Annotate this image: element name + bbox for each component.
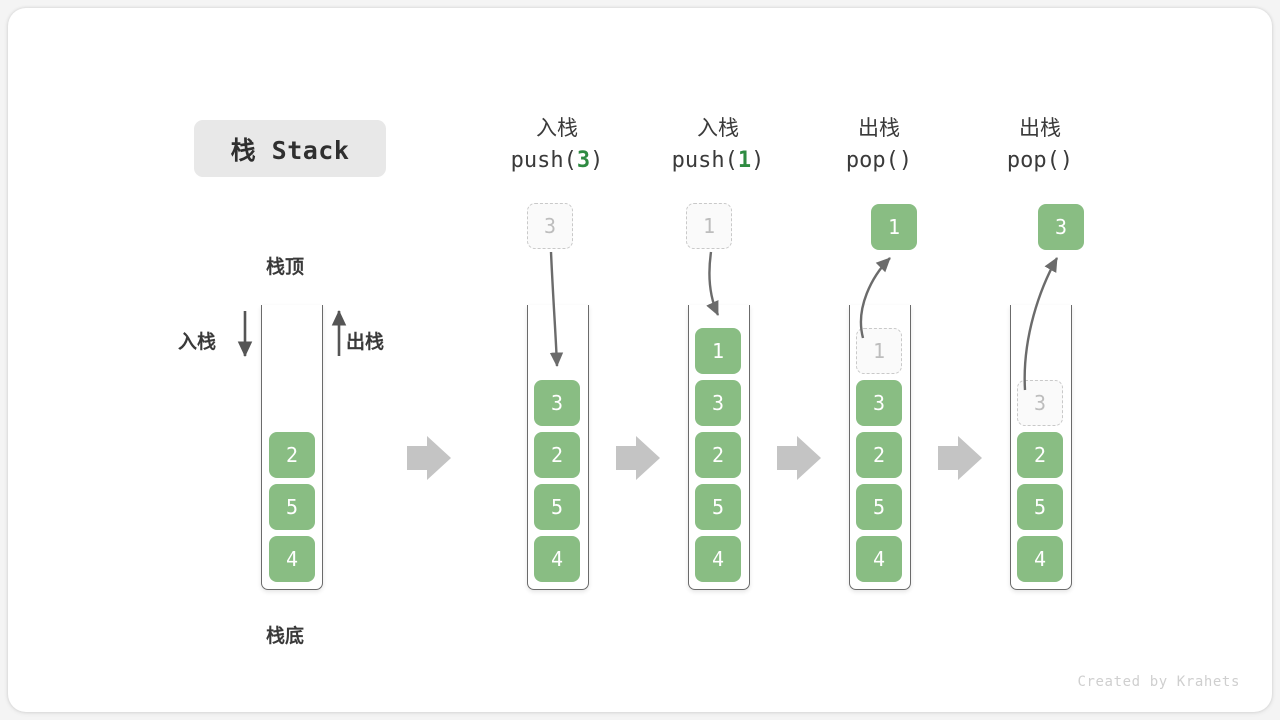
arrow-overlay (237, 251, 1059, 480)
flow-arrow-1 (407, 436, 451, 480)
stack-push-label: 入栈 (178, 332, 217, 353)
diagram-card: 栈 Stack 栈顶 栈底 入栈 出栈 2 5 4 入栈 push(3) 3 3… (8, 8, 1272, 712)
op-suffix: ) (590, 148, 604, 173)
step-header-pop1: 出栈 pop() (846, 114, 912, 178)
step-op-label: pop() (1007, 144, 1073, 178)
step-cn-label: 入栈 (696, 117, 739, 140)
op-prefix: pop( (1006, 148, 1060, 173)
step-header-push1: 入栈 push(1) (672, 114, 765, 178)
stack-cell: 4 (534, 536, 580, 582)
op-prefix: pop( (845, 148, 899, 173)
stack-bottom-label: 栈底 (266, 626, 305, 647)
flow-arrow-2 (616, 436, 660, 480)
stack-cell: 2 (856, 432, 902, 478)
flow-arrow-3 (777, 436, 821, 480)
stack-cell: 2 (534, 432, 580, 478)
stack-cell: 5 (534, 484, 580, 530)
stack-cell: 4 (269, 536, 315, 582)
stack-pop-label: 出栈 (346, 332, 385, 353)
stack-cell: 2 (269, 432, 315, 478)
stack-top-label: 栈顶 (266, 257, 305, 278)
stack-cell: 4 (856, 536, 902, 582)
stack-cell: 3 (534, 380, 580, 426)
floating-cell-push3: 3 (527, 203, 573, 249)
op-suffix: ) (898, 148, 913, 173)
step-op-label: push(3) (511, 144, 604, 178)
stack-cell: 4 (695, 536, 741, 582)
stack-cell: 2 (1017, 432, 1063, 478)
diagram-title: 栈 Stack (194, 120, 386, 177)
stack-container-push1 (688, 305, 750, 590)
op-suffix: ) (1059, 148, 1074, 173)
stack-cell: 5 (695, 484, 741, 530)
flow-arrow-4 (938, 436, 982, 480)
op-arg: 1 (737, 148, 752, 173)
step-header-pop2: 出栈 pop() (1007, 114, 1073, 178)
stack-cell: 1 (695, 328, 741, 374)
op-prefix: push( (671, 148, 738, 173)
step-op-label: push(1) (672, 144, 765, 178)
stack-cell: 4 (1017, 536, 1063, 582)
step-cn-label: 出栈 (1018, 117, 1061, 140)
op-prefix: push( (510, 148, 577, 173)
stack-cell: 3 (1017, 380, 1063, 426)
stack-cell: 3 (856, 380, 902, 426)
step-op-label: pop() (846, 144, 912, 178)
floating-cell-push1: 1 (686, 203, 732, 249)
step-cn-label: 出栈 (857, 117, 900, 140)
stack-cell: 5 (1017, 484, 1063, 530)
stack-cell: 1 (856, 328, 902, 374)
credit-text: Created by Krahets (1077, 674, 1240, 690)
op-suffix: ) (751, 148, 765, 173)
floating-cell-pop1: 1 (871, 204, 917, 250)
step-header-push3: 入栈 push(3) (511, 114, 604, 178)
stack-cell: 5 (269, 484, 315, 530)
floating-cell-pop2: 3 (1038, 204, 1084, 250)
stack-container-push3 (527, 305, 589, 590)
stack-cell: 2 (695, 432, 741, 478)
reference-stack-container (261, 305, 323, 590)
stack-container-pop2 (1010, 305, 1072, 590)
stack-cell: 3 (695, 380, 741, 426)
stack-cell: 5 (856, 484, 902, 530)
stack-container-pop1 (849, 305, 911, 590)
step-cn-label: 入栈 (535, 117, 578, 140)
op-arg: 3 (576, 148, 591, 173)
